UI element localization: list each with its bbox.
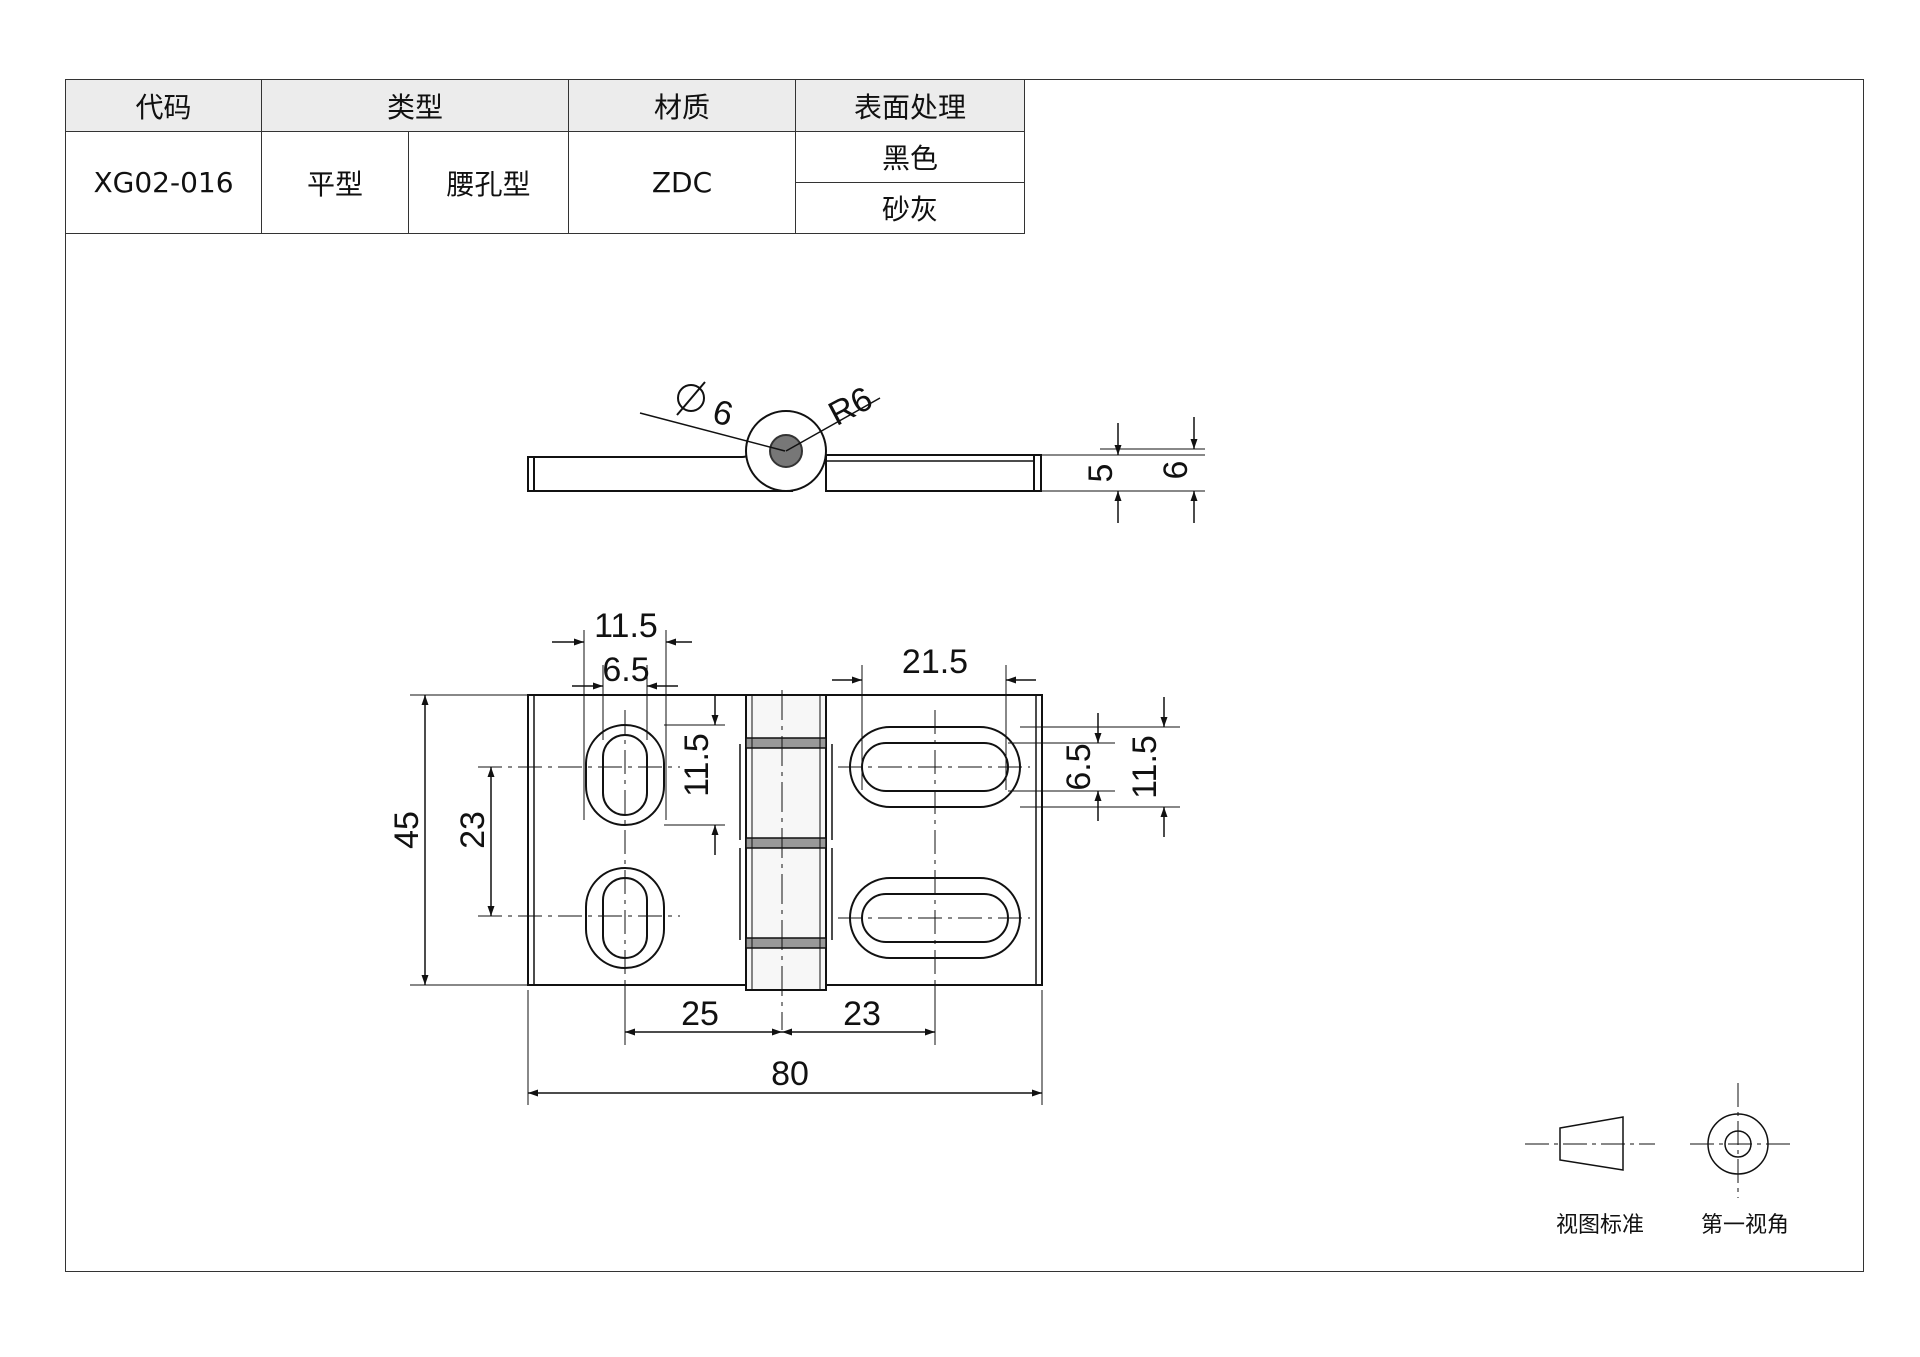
leader-dia xyxy=(639,412,786,452)
cell-material: ZDC xyxy=(568,131,796,234)
dim-right-slot-length: 21.5 xyxy=(902,643,968,681)
dim-left-slot-height: 11.5 xyxy=(678,733,716,797)
spec-table-row: 砂灰 xyxy=(66,182,1025,234)
front-view xyxy=(410,630,1180,1105)
dim-total-width: 80 xyxy=(771,1055,809,1093)
diameter-symbol xyxy=(676,381,706,416)
left-leaf xyxy=(527,694,747,986)
dimension-lines xyxy=(421,638,1168,1097)
cell-type-slot: 腰孔型 xyxy=(408,131,569,234)
spec-table: 代码 类型 材质 表面处理 XG02-016 平型 腰孔型 ZDC 黑色 砂灰 xyxy=(65,79,1025,234)
cell-finish-black: 黑色 xyxy=(795,131,1025,183)
header-material: 材质 xyxy=(568,79,796,132)
side-view xyxy=(527,381,1205,523)
dim-pitch: 23 xyxy=(454,811,492,849)
knuckle-joint xyxy=(745,737,827,749)
label-view-standard: 视图标准 xyxy=(1556,1213,1644,1238)
header-finish: 表面处理 xyxy=(795,79,1025,132)
dim-thickness-5: 5 xyxy=(1082,464,1120,483)
dim-left-slot-length: 11.5 xyxy=(594,607,658,645)
leader-radius xyxy=(785,397,881,452)
dim-diameter: 6 xyxy=(709,393,737,435)
knuckle-edge xyxy=(739,744,833,940)
dim-right-offset: 23 xyxy=(843,995,881,1033)
label-first-angle: 第一视角 xyxy=(1701,1213,1789,1238)
dim-right-slot-height: 11.5 xyxy=(1126,735,1164,799)
cell-finish-sand: 砂灰 xyxy=(795,182,1025,234)
projection-symbol xyxy=(1525,1083,1790,1198)
header-type: 类型 xyxy=(261,79,569,132)
diameter-symbol xyxy=(677,384,705,412)
knuckle-joint xyxy=(745,937,827,949)
dim-height: 45 xyxy=(388,811,426,849)
dim-left-offset: 25 xyxy=(681,995,719,1033)
cell-code: XG02-016 xyxy=(65,131,262,234)
spec-table-row: XG02-016 平型 腰孔型 ZDC 黑色 xyxy=(65,131,1025,234)
dim-thickness-6: 6 xyxy=(1157,461,1195,480)
knuckle-joint xyxy=(745,837,827,849)
cone-icon xyxy=(1559,1116,1624,1171)
slot-inner-left-top xyxy=(602,734,648,816)
spec-table-header: 代码 类型 材质 表面处理 xyxy=(65,79,1025,132)
dim-left-slot-width: 6.5 xyxy=(602,651,649,689)
center-lines xyxy=(478,710,1030,1045)
dim-right-slot-width: 6.5 xyxy=(1060,743,1098,790)
